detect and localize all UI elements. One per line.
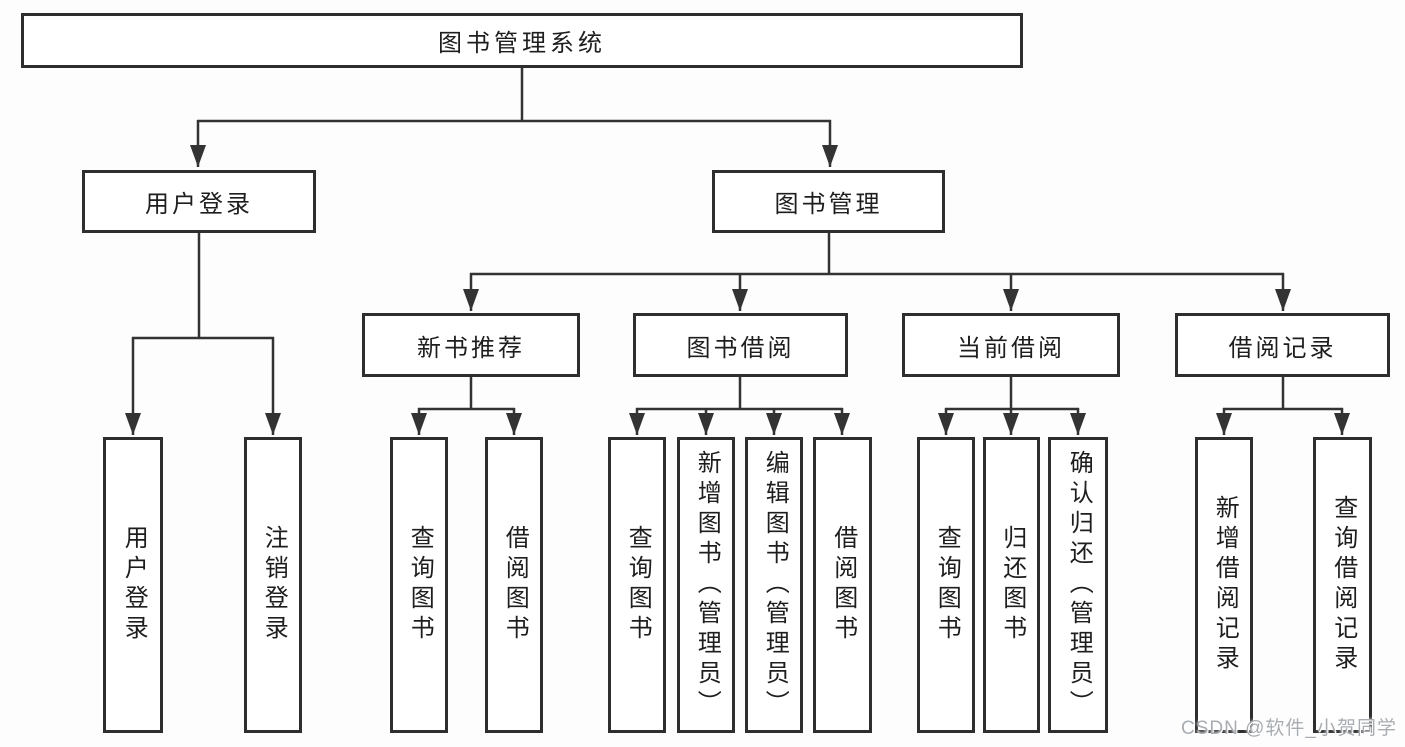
leaf-search-books-current: 查询图书 (917, 437, 975, 733)
leaf-borrow-books-borrowing-label: 借阅图书 (829, 525, 857, 645)
leaf-logout: 注销登录 (244, 437, 302, 733)
node-user-login-label: 用户登录 (145, 191, 253, 218)
leaf-confirm-return-admin: 确认归还（管理员） (1048, 437, 1108, 733)
node-borrowing-records-label: 借阅记录 (1228, 334, 1337, 362)
leaf-search-books-borrowing-label: 查询图书 (624, 525, 652, 645)
leaf-borrow-books-recommend: 借阅图书 (485, 437, 543, 733)
leaf-add-borrow-record-label: 新增借阅记录 (1211, 495, 1239, 675)
leaf-confirm-return-admin-label: 确认归还（管理员） (1065, 450, 1093, 720)
leaf-user-login-label: 用户登录 (120, 525, 148, 645)
node-book-management-label: 图书管理 (774, 191, 883, 218)
node-root-label: 图书管理系统 (438, 30, 606, 57)
node-current-borrowing-label: 当前借阅 (957, 334, 1065, 362)
leaf-search-books-borrowing: 查询图书 (608, 437, 666, 733)
connector-book-management-to-level3 (463, 233, 1291, 311)
connector-user-login-to-leaves (125, 233, 281, 435)
leaf-search-books-recommend: 查询图书 (390, 437, 448, 733)
leaf-borrow-books-recommend-label: 借阅图书 (501, 525, 529, 645)
leaf-return-books: 归还图书 (983, 437, 1040, 733)
leaf-add-borrow-record: 新增借阅记录 (1195, 437, 1253, 733)
node-borrowing-records: 借阅记录 (1175, 313, 1390, 377)
leaf-edit-books-admin: 编辑图书（管理员） (745, 437, 803, 733)
leaf-add-books-admin-label: 新增图书（管理员） (693, 450, 721, 720)
leaf-edit-books-admin-label: 编辑图书（管理员） (761, 450, 789, 720)
node-root: 图书管理系统 (21, 13, 1023, 68)
connector-current-borrowing-to-leaves (938, 377, 1086, 435)
node-current-borrowing: 当前借阅 (902, 313, 1120, 377)
leaf-borrow-books-borrowing: 借阅图书 (813, 437, 872, 733)
connector-root-to-level2 (190, 68, 838, 167)
node-book-borrowing-label: 图书借阅 (686, 334, 795, 362)
node-book-management: 图书管理 (712, 170, 945, 233)
leaf-logout-label: 注销登录 (260, 525, 288, 645)
leaf-search-borrow-record: 查询借阅记录 (1313, 437, 1372, 733)
leaf-search-borrow-record-label: 查询借阅记录 (1329, 495, 1357, 675)
leaf-return-books-label: 归还图书 (998, 525, 1026, 645)
node-book-borrowing: 图书借阅 (633, 313, 848, 377)
csdn-watermark: CSDN @软件_小贺同学 (1181, 718, 1397, 739)
node-new-book-recommendation: 新书推荐 (362, 313, 580, 377)
node-new-book-recommendation-label: 新书推荐 (417, 334, 525, 362)
connector-borrowing-records-to-leaves (1216, 377, 1350, 435)
connector-new-book-recommendation-to-leaves (411, 377, 522, 435)
leaf-search-books-current-label: 查询图书 (933, 525, 961, 645)
node-user-login: 用户登录 (82, 170, 316, 233)
connector-book-borrowing-to-leaves (629, 377, 850, 435)
leaf-add-books-admin: 新增图书（管理员） (677, 437, 735, 733)
leaf-user-login: 用户登录 (103, 437, 163, 733)
leaf-search-books-recommend-label: 查询图书 (406, 525, 434, 645)
